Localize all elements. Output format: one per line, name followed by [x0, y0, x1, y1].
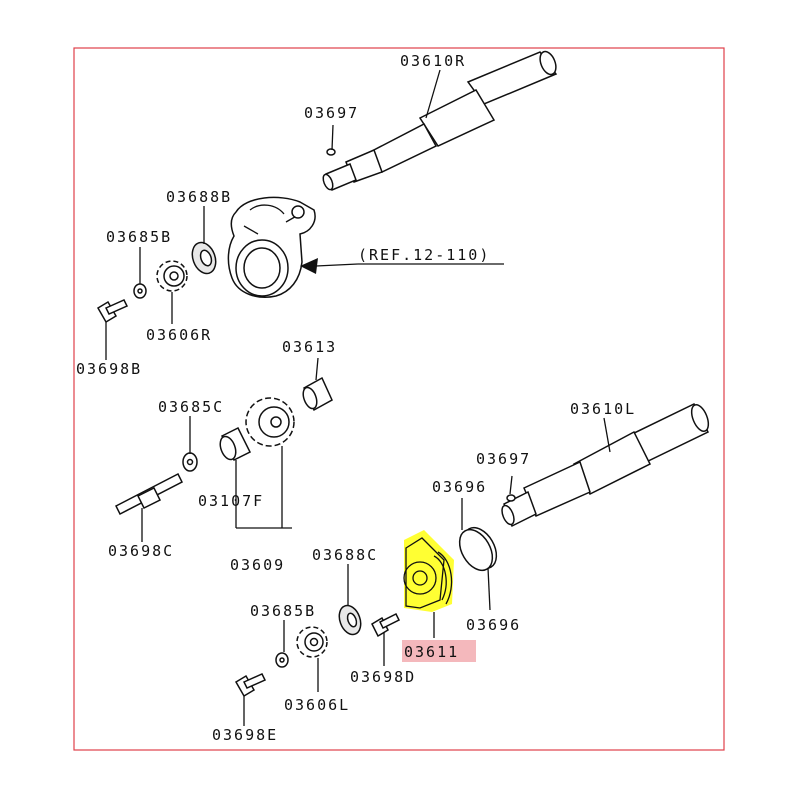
label-03697-top[interactable]: 03697 — [304, 104, 359, 122]
diagram-frame — [73, 47, 725, 751]
label-03613[interactable]: 03613 — [282, 338, 337, 356]
label-03698C[interactable]: 03698C — [108, 542, 174, 560]
idler-gear[interactable] — [245, 397, 295, 447]
highlighted-part-03611[interactable] — [403, 530, 454, 612]
label-03698D[interactable]: 03698D — [350, 668, 416, 686]
label-03606R[interactable]: 03606R — [146, 326, 212, 344]
drive-shaft-left[interactable] — [500, 402, 712, 528]
bolt-top[interactable] — [96, 299, 129, 324]
washer-mid[interactable] — [182, 452, 198, 472]
bearing-top[interactable] — [188, 239, 220, 277]
label-03610L[interactable]: 03610L — [570, 400, 636, 418]
pinion-gear-bottom[interactable] — [296, 626, 328, 658]
clip-ring-bottom[interactable] — [506, 494, 516, 502]
leader-lines — [105, 69, 611, 726]
label-03697-bottom[interactable]: 03697 — [476, 450, 531, 468]
seal-ring-outer[interactable] — [453, 522, 503, 576]
label-03685B-top[interactable]: 03685B — [106, 228, 172, 246]
label-03688B[interactable]: 03688B — [166, 188, 232, 206]
drive-shaft-right[interactable] — [321, 49, 559, 191]
bolt-03698d[interactable] — [371, 612, 401, 638]
label-03685B-bottom[interactable]: 03685B — [250, 602, 316, 620]
label-03609[interactable]: 03609 — [230, 556, 285, 574]
label-03696-bottom[interactable]: 03696 — [466, 616, 521, 634]
transfer-housing[interactable] — [227, 196, 316, 298]
label-03698E[interactable]: 03698E — [212, 726, 278, 744]
thrust-sleeve[interactable] — [301, 376, 333, 412]
label-03610R[interactable]: 03610R — [400, 52, 466, 70]
label-03107F[interactable]: 03107F — [198, 492, 264, 510]
washer-bottom[interactable] — [275, 652, 289, 668]
label-03606L[interactable]: 03606L — [284, 696, 350, 714]
bolt-bottom[interactable] — [234, 673, 267, 698]
label-03611[interactable]: 03611 — [404, 643, 459, 661]
highlighted-label-bg — [402, 640, 476, 662]
label-03688C[interactable]: 03688C — [312, 546, 378, 564]
bushing-mid[interactable] — [217, 426, 252, 462]
label-03698B[interactable]: 03698B — [76, 360, 142, 378]
label-03696-top[interactable]: 03696 — [432, 478, 487, 496]
washer-top[interactable] — [133, 283, 147, 299]
clip-ring-top[interactable] — [326, 148, 336, 156]
pinion-gear-top[interactable] — [156, 260, 188, 292]
bearing-bottom[interactable] — [335, 602, 364, 637]
shaft-bolt-left[interactable] — [114, 472, 184, 516]
label-03685C[interactable]: 03685C — [158, 398, 224, 416]
label-ref[interactable]: (REF.12-110) — [358, 246, 490, 264]
